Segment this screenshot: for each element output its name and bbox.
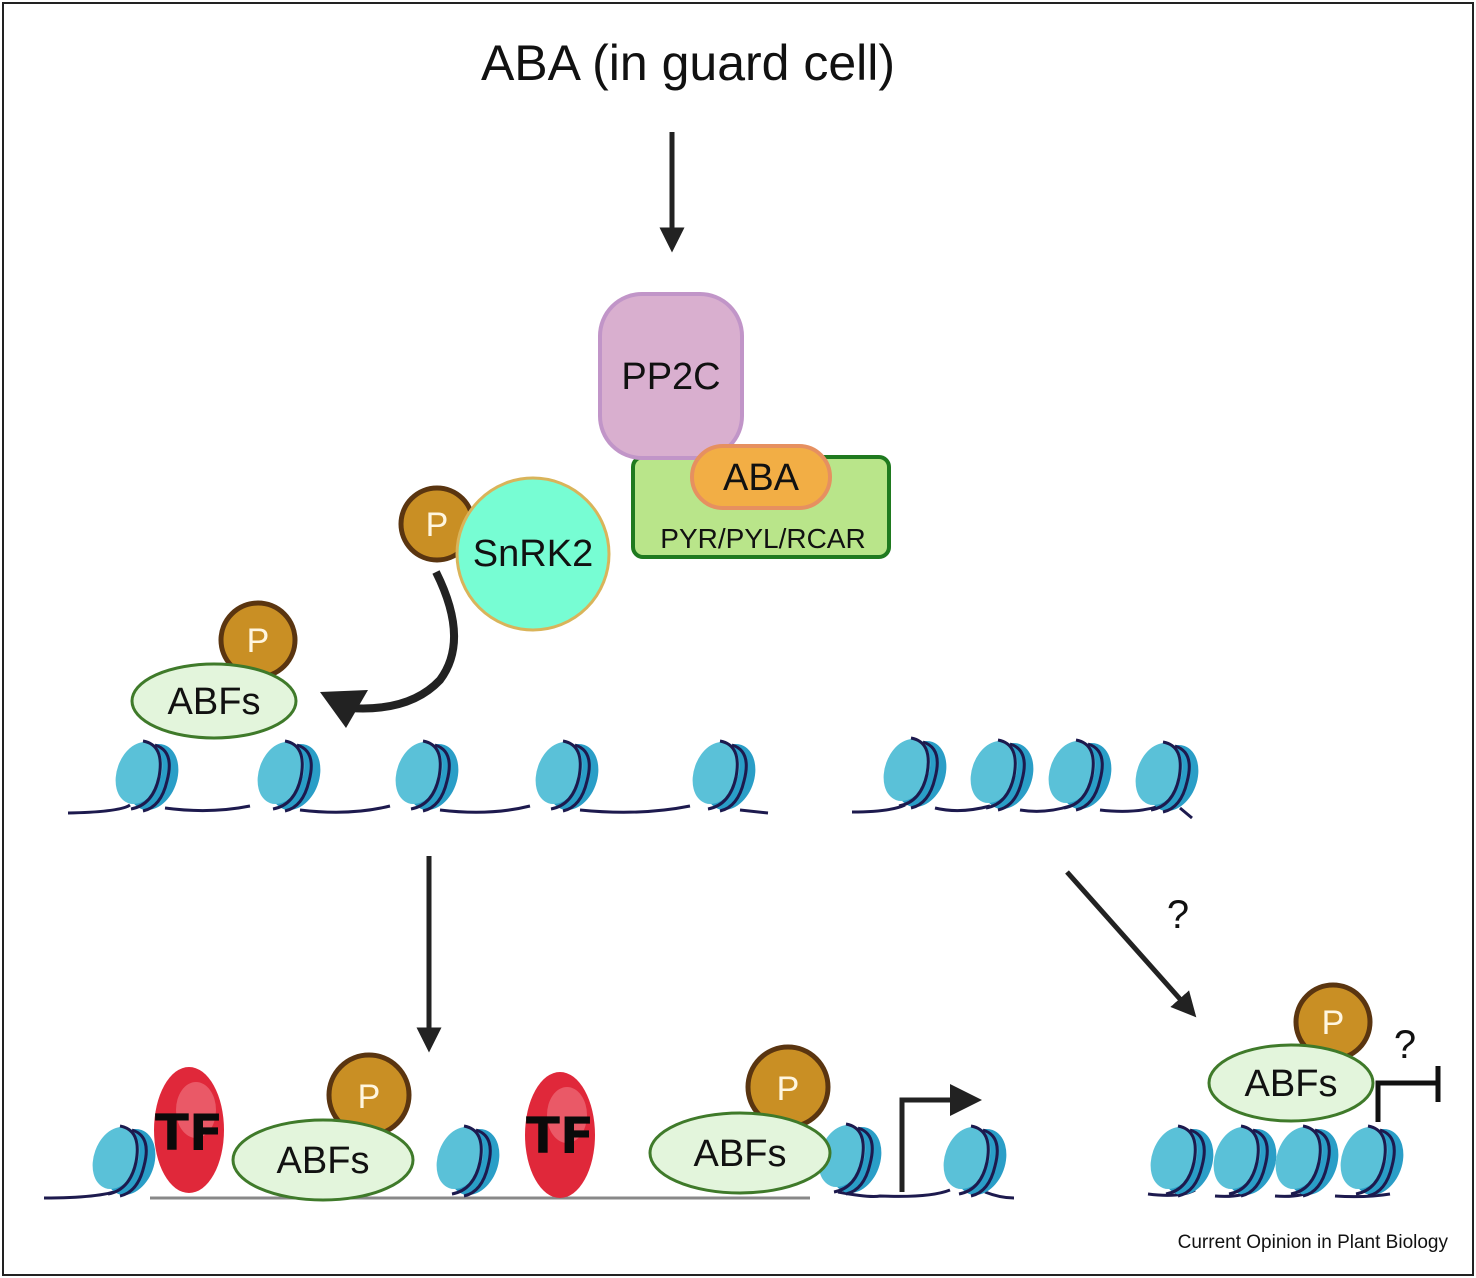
abfs-ellipse [130, 662, 298, 740]
aba-ligand [690, 444, 832, 510]
phospho-label: P [358, 1078, 381, 1116]
nucleosome [1140, 1118, 1224, 1204]
nucleosome [873, 730, 957, 816]
open-chromatin [67, 733, 769, 819]
phospho-label: P [1322, 1004, 1345, 1042]
abfs-label: ABFs [694, 1133, 787, 1175]
diagram-title: ABA (in guard cell) [481, 35, 895, 91]
nucleosome [1125, 734, 1209, 820]
nucleosome [1265, 1118, 1349, 1204]
phospho-label: P [247, 622, 270, 660]
abfs-label: ABFs [1245, 1063, 1338, 1105]
nucleosome [960, 732, 1044, 818]
compact-chromatin [851, 730, 1209, 820]
question-mark: ? [1167, 893, 1189, 937]
transcription-start-arrowhead [950, 1084, 982, 1116]
phospho-label: P [426, 506, 449, 544]
abfs-ellipse [231, 1118, 415, 1202]
arrow-to-repression [1065, 870, 1197, 1018]
snrk2-kinase: P SnRK2 [398, 476, 611, 632]
nucleosome [385, 733, 469, 819]
dna-strand [67, 803, 769, 815]
dna-strand [851, 803, 1193, 820]
phosphorylation-arrow [349, 570, 459, 713]
abfs-label: ABFs [277, 1140, 370, 1182]
repression-icon [1375, 1080, 1438, 1122]
tf-highlight [547, 1087, 587, 1143]
gene-repression-region: P ABFs ? [1140, 982, 1441, 1204]
upper-abfs: P ABFs [130, 600, 298, 740]
abfs-ellipse [1207, 1043, 1375, 1123]
phospho-label: P [777, 1070, 800, 1108]
receptor-complex: PP2C ABA PYR/PYL/RCAR [598, 292, 891, 559]
pp2c-label: PP2C [621, 356, 720, 398]
transcription-start-icon [899, 1097, 955, 1192]
tf-label: TF [155, 1104, 223, 1162]
nucleosome [105, 733, 189, 819]
receptor-label: PYR/PYL/RCAR [660, 523, 865, 554]
nucleosome [525, 733, 609, 819]
nucleosome [1203, 1118, 1287, 1204]
gene-activation-region: TF P ABFs TF P ABFs [43, 1044, 1017, 1204]
journal-credit: Current Opinion in Plant Biology [1177, 1232, 1448, 1253]
nucleosome [247, 733, 331, 819]
snrk2-label: SnRK2 [473, 533, 593, 575]
nucleosome [1038, 732, 1122, 818]
tf-label: TF [526, 1107, 594, 1165]
pp2c-phosphatase [598, 292, 744, 460]
dna-strand [1147, 1188, 1391, 1199]
nucleosome [82, 1118, 166, 1204]
snrk2-circle [455, 476, 611, 632]
nucleosome [682, 733, 766, 819]
question-mark: ? [1394, 1023, 1416, 1067]
abfs-label: ABFs [168, 681, 261, 723]
tf-highlight [176, 1082, 216, 1138]
aba-label: ABA [723, 457, 800, 499]
phosphorylation-arrowhead [320, 690, 368, 728]
nucleosome [426, 1118, 510, 1204]
abfs-ellipse [648, 1111, 832, 1195]
nucleosome [1330, 1118, 1414, 1204]
